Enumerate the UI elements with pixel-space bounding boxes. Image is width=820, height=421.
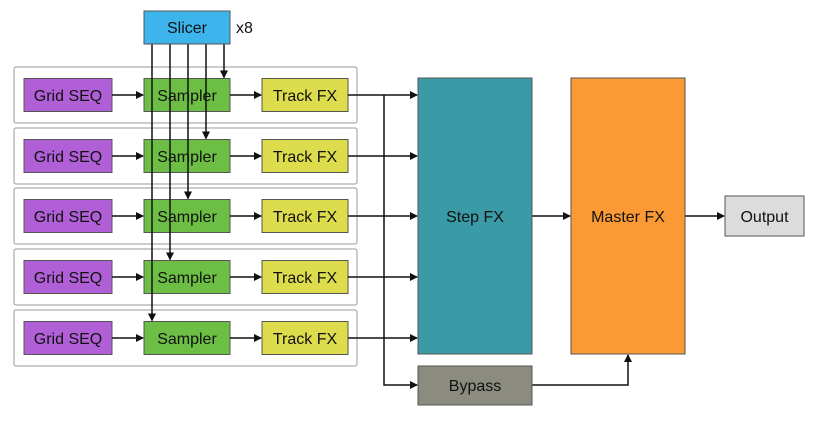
- grid-seq-block[interactable]: Grid SEQ: [23, 321, 113, 355]
- slicer-multiplier: x8: [236, 20, 253, 37]
- track-fx-box: [261, 139, 349, 173]
- sampler-box: [143, 260, 231, 294]
- grid-seq-label: Grid SEQ: [34, 270, 102, 287]
- track-fx-block[interactable]: Track FX: [261, 78, 349, 112]
- connections: [112, 44, 725, 389]
- bypass-bus: [383, 95, 418, 389]
- step-fx-label: Step FX: [446, 209, 504, 226]
- grid-seq-box: [23, 260, 113, 294]
- sampler-box: [143, 321, 231, 355]
- sampler-label: Sampler: [157, 209, 217, 226]
- sampler-box: [143, 139, 231, 173]
- master-fx-box: [570, 77, 686, 355]
- sampler-box: [143, 199, 231, 233]
- grid-seq-box: [23, 139, 113, 173]
- output-box: [724, 195, 805, 237]
- grid-seq-label: Grid SEQ: [34, 149, 102, 166]
- track-row-2: Grid SEQ Sampler Track FX: [13, 127, 358, 185]
- grid-seq-block[interactable]: Grid SEQ: [23, 139, 113, 173]
- grid-seq-label: Grid SEQ: [34, 331, 102, 348]
- output-block[interactable]: Output: [724, 195, 805, 237]
- track-fx-block[interactable]: Track FX: [261, 139, 349, 173]
- step-fx-box: [417, 77, 533, 355]
- output-label: Output: [740, 209, 789, 226]
- bypass-box: [417, 365, 533, 406]
- track-fx-label: Track FX: [273, 270, 338, 287]
- track-fx-label: Track FX: [273, 149, 338, 166]
- track-fx-block[interactable]: Track FX: [261, 321, 349, 355]
- grid-seq-block[interactable]: Grid SEQ: [23, 199, 113, 233]
- track-row-4: Grid SEQ Sampler Track FX: [13, 248, 358, 306]
- slicer-block[interactable]: Slicer: [143, 10, 231, 45]
- slicer-box: [143, 10, 231, 45]
- grid-seq-block[interactable]: Grid SEQ: [23, 78, 113, 112]
- track-fx-label: Track FX: [273, 88, 338, 105]
- sampler-block[interactable]: Sampler: [143, 199, 231, 233]
- track-fx-label: Track FX: [273, 331, 338, 348]
- grid-seq-block[interactable]: Grid SEQ: [23, 260, 113, 294]
- grid-seq-label: Grid SEQ: [34, 88, 102, 105]
- sampler-block[interactable]: Sampler: [143, 78, 231, 112]
- track-fx-box: [261, 260, 349, 294]
- sampler-label: Sampler: [157, 270, 217, 287]
- track-fx-block[interactable]: Track FX: [261, 260, 349, 294]
- sampler-block[interactable]: Sampler: [143, 139, 231, 173]
- master-fx-block[interactable]: Master FX: [570, 77, 686, 355]
- grid-seq-box: [23, 78, 113, 112]
- sampler-block[interactable]: Sampler: [143, 260, 231, 294]
- step-fx-block[interactable]: Step FX: [417, 77, 533, 355]
- track-fx-label: Track FX: [273, 209, 338, 226]
- sampler-block[interactable]: Sampler: [143, 321, 231, 355]
- grid-seq-box: [23, 321, 113, 355]
- bypass-block[interactable]: Bypass: [417, 365, 533, 406]
- bypass-to-master-arrow: [532, 354, 632, 386]
- sampler-box: [143, 78, 231, 112]
- master-fx-label: Master FX: [591, 209, 665, 226]
- track-fx-box: [261, 78, 349, 112]
- track-row-1: Grid SEQ Sampler Track FX: [13, 66, 358, 124]
- bypass-label: Bypass: [449, 378, 501, 395]
- track-row-5: Grid SEQ Sampler Track FX: [13, 309, 358, 367]
- track-fx-box: [261, 321, 349, 355]
- track-fx-block[interactable]: Track FX: [261, 199, 349, 233]
- grid-seq-label: Grid SEQ: [34, 209, 102, 226]
- slicer-label: Slicer: [167, 20, 208, 37]
- grid-seq-box: [23, 199, 113, 233]
- sampler-label: Sampler: [157, 331, 217, 348]
- track-row-3: Grid SEQ Sampler Track FX: [13, 187, 358, 245]
